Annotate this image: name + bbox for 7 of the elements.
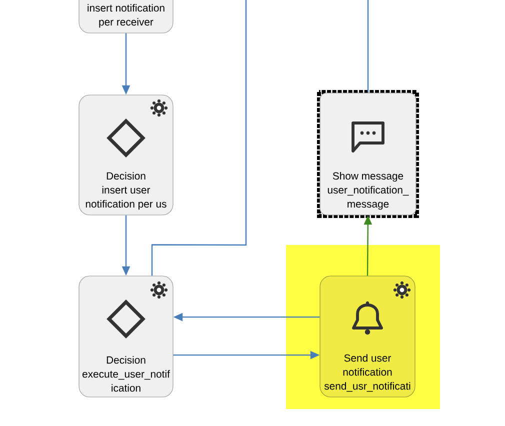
connector-line <box>367 0 369 93</box>
task-box: insert notification per receiver <box>78 0 174 34</box>
notification-task-box: Send user notification send_usr_notificati <box>320 276 416 398</box>
decision-task-box: Decision insert user notification per us <box>78 94 174 216</box>
message-task-box: Show message user_notification_ message <box>317 90 419 218</box>
connector-line <box>151 0 247 276</box>
decision-task-box: Decision execute_user_notif ication <box>78 276 174 398</box>
